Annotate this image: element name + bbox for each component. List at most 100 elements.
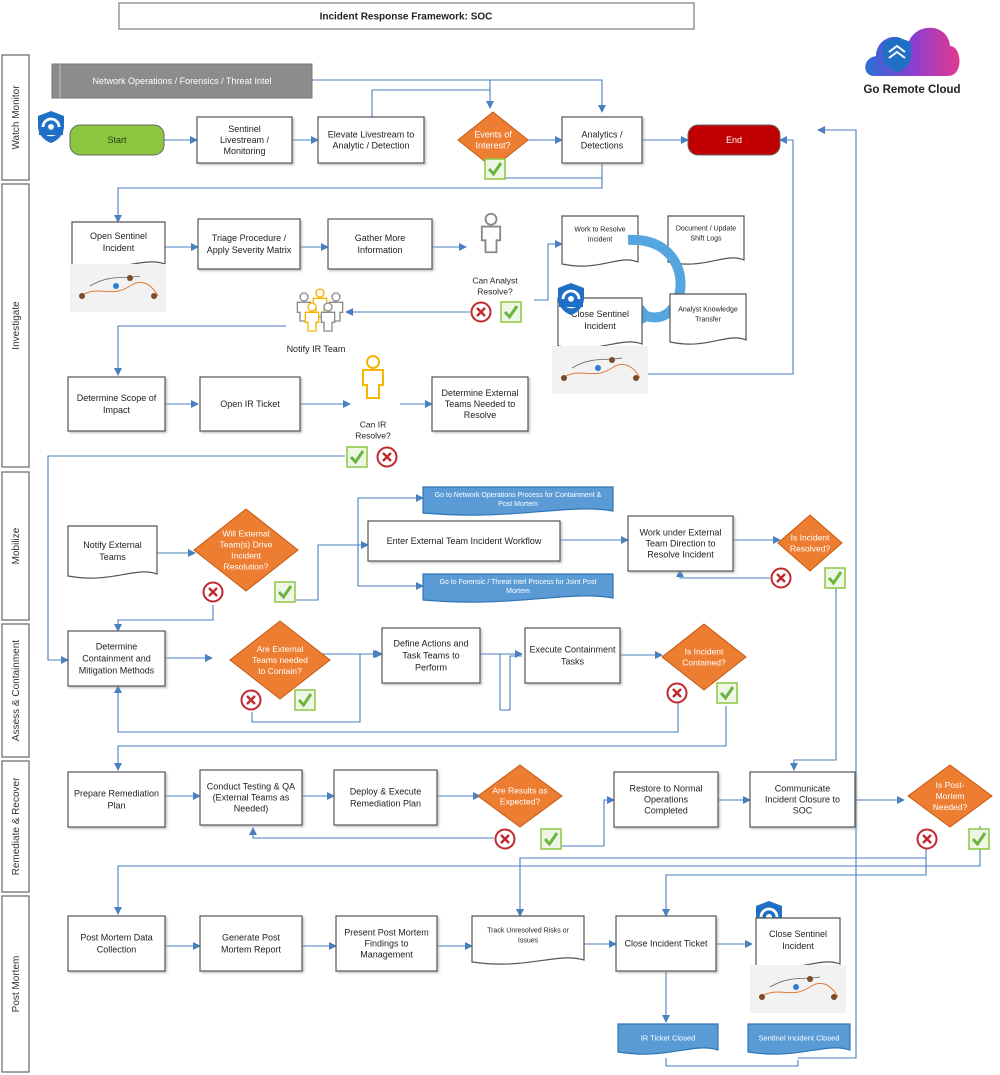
start-terminator: Start (69, 124, 165, 156)
title-text: Incident Response Framework: SOC (320, 12, 493, 23)
events-check-icon (484, 158, 506, 180)
c-closeinc-end (648, 136, 794, 375)
c-will-enter (296, 541, 369, 601)
resolved-x-icon (770, 567, 792, 589)
pm-x-icon (916, 828, 938, 850)
ir-closed-banner-label: IR Ticket Closed (641, 1034, 696, 1043)
c-split-bot (357, 545, 424, 590)
analytics-process: Analytics /Detections (561, 116, 643, 164)
lane-label: Watch Monitor (11, 85, 22, 150)
lane-label: Remediate & Recover (11, 777, 22, 875)
ir-team-icon (296, 288, 344, 332)
brand-name: Go Remote Cloud (863, 84, 960, 96)
lane-5: Remediate & Recover (1, 760, 30, 893)
cloud-icon (865, 27, 960, 77)
c-resolved-comm (790, 586, 837, 771)
sentinel-shield-icon (36, 110, 66, 144)
analyst-person-icon (480, 212, 502, 254)
lane-2: Investigate (1, 183, 30, 468)
c-results-restore (560, 796, 615, 847)
c-ext-exec (499, 654, 522, 711)
banner-netops-label: Go to Network Operations Process for Con… (435, 492, 602, 508)
c-elev-up (371, 89, 490, 122)
will-x-icon (202, 581, 224, 603)
brand-shield-icon (883, 37, 911, 72)
lane-1: Watch Monitor (1, 54, 30, 181)
c-notify-scope (114, 325, 286, 376)
c-contained-prep (114, 706, 727, 771)
gray-banner-netops: Network Operations / Forensics / Threat … (51, 63, 313, 99)
ir-closed-banner: IR Ticket Closed (617, 1023, 719, 1055)
ir-ticket-process: Open IR Ticket (199, 376, 301, 432)
banner-forensic-label: Go to Forensic / Threat Intel Process fo… (439, 579, 596, 595)
banner-netops: Go to Network Operations Process for Con… (422, 486, 614, 516)
c-resolvedx-work (676, 569, 770, 579)
close-sentinel-thumbnail (750, 965, 846, 1013)
triage-process: Triage Procedure /Apply Severity Matrix (197, 218, 301, 270)
contained-x-icon (666, 682, 688, 704)
c-irclosed-loop (665, 1058, 799, 1067)
gray-banner-label: Network Operations / Forensics / Threat … (93, 76, 272, 86)
contained-check-icon (716, 682, 738, 704)
c-willx-determine (114, 605, 214, 632)
c-ircheck-assess (47, 455, 345, 664)
lane-6: Post Mortem (1, 895, 30, 1073)
lane-label: Mobilize (11, 527, 22, 564)
open-incident-thumbnail (70, 264, 166, 312)
cycle-arrow-icon (627, 234, 686, 323)
c-check2-work (534, 240, 563, 301)
c-analytics-open (114, 164, 603, 223)
will-check-icon (274, 581, 296, 603)
results-x-icon (494, 828, 516, 850)
are-check-icon (294, 689, 316, 711)
brand-logo: Go Remote Cloud (863, 27, 961, 96)
ir-x-icon (376, 446, 398, 468)
c-sclosed-end (798, 126, 857, 1059)
lane-label: Assess & Containment (11, 640, 22, 741)
close-ticket-process-label: Close Incident Ticket (624, 939, 708, 949)
resolved-check-icon (824, 567, 846, 589)
enter-workflow-process-label: Enter External Team Incident Workflow (387, 536, 542, 546)
process-shapes: Incident Response Framework: SOC Go Remot… (36, 2, 993, 1055)
